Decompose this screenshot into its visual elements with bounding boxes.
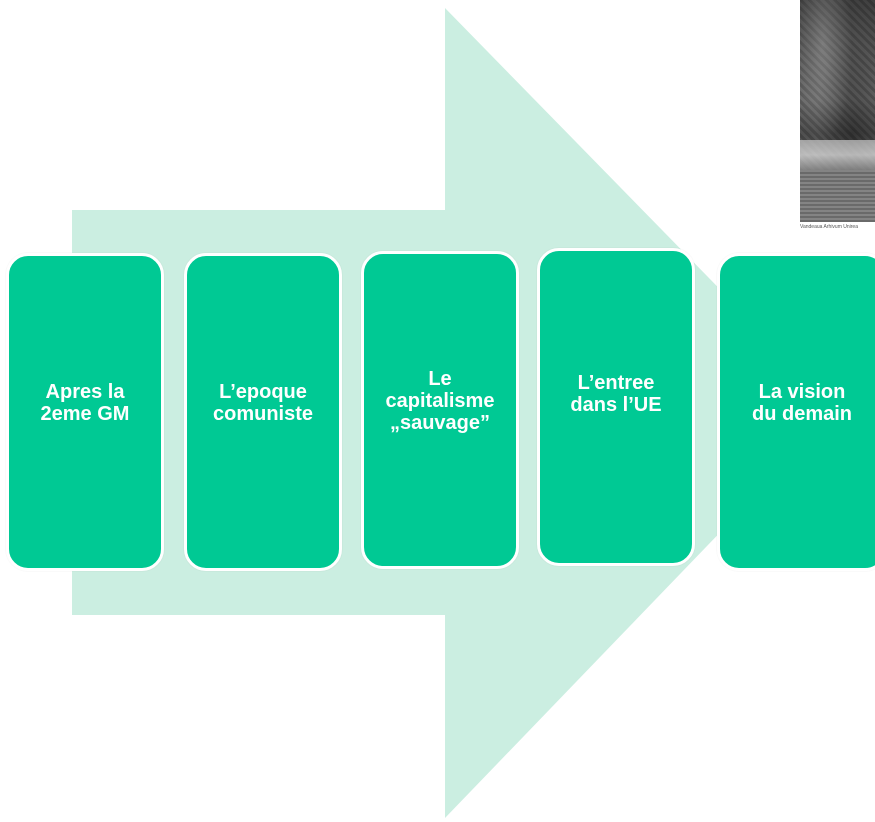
step-future-vision: La vision du demain xyxy=(717,253,875,571)
step-label: L’entree dans l’UE xyxy=(570,372,662,416)
step-after-ww2: Apres la 2eme GM xyxy=(6,253,164,571)
step-wild-capitalism: Le capitalisme „sauvage” xyxy=(361,251,519,569)
step-label: Le capitalisme „sauvage” xyxy=(385,368,495,434)
step-eu-entry: L’entree dans l’UE xyxy=(537,248,695,566)
historic-photo xyxy=(800,0,875,222)
step-label: Apres la 2eme GM xyxy=(40,381,130,425)
photo-caption: Vandeaua Arhivum Unirea xyxy=(800,224,858,230)
step-label: La vision du demain xyxy=(751,381,852,425)
photo-water xyxy=(800,140,875,170)
photo-ground xyxy=(800,170,875,222)
step-communist-era: L’epoque comuniste xyxy=(184,253,342,571)
step-label: L’epoque comuniste xyxy=(212,381,314,425)
